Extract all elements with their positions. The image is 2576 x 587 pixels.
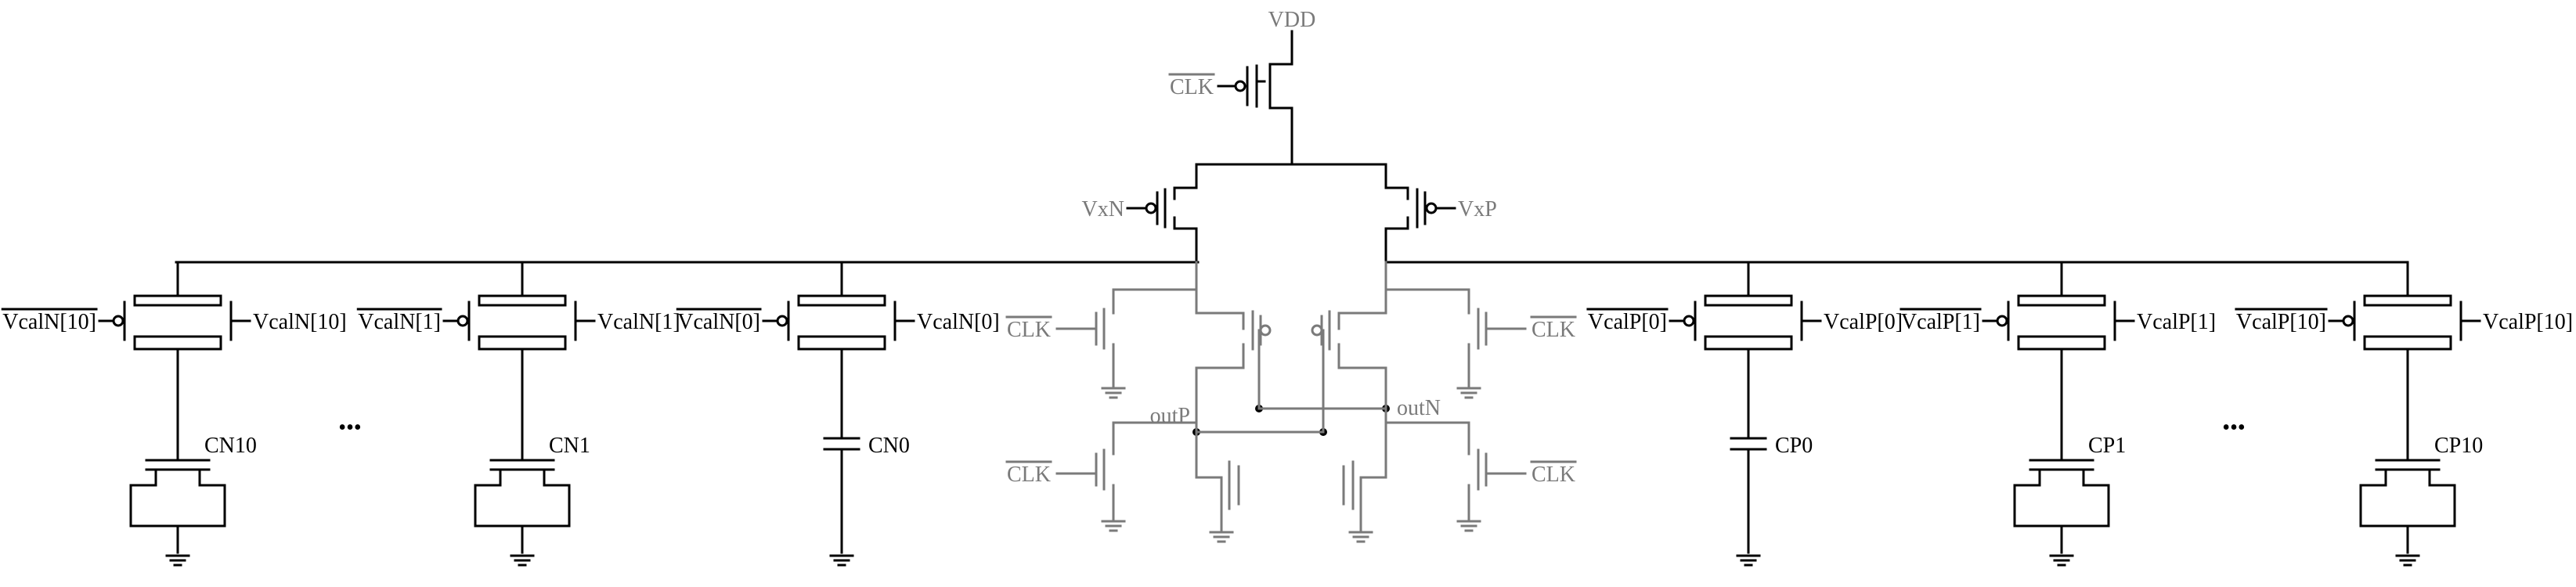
latch-nmos-left-ground	[1209, 531, 1234, 543]
n-cell-2-gate-label: VcalN[0]	[917, 310, 1000, 334]
clk-bottom-right-label: CLK	[1532, 463, 1575, 487]
n-cell-1-gate-bar-label: VcalN[1]	[358, 310, 441, 334]
latch-cc-pmos-left-bubble	[1259, 324, 1272, 337]
clk-top-left-label: CLK	[1007, 318, 1051, 342]
p-cell-1-gate-bar-label: VcalP[1]	[1901, 310, 1980, 334]
n-cell-2-ground	[829, 554, 854, 567]
p-cell-2-ground	[2395, 554, 2420, 567]
latch-cc-pmos-right	[1320, 310, 1387, 351]
n-cell-1-tg-plates	[478, 304, 567, 338]
n-cell-0-tg-box	[133, 294, 222, 351]
n-cell-0-gate-bar-bubble	[112, 315, 124, 327]
p-cell-1-tg-box	[2017, 294, 2106, 351]
n-cell-2-gate-bar-label: VcalN[0]	[677, 310, 760, 334]
n-cell-0-ground	[165, 554, 190, 567]
latch-reset-right-ground	[1456, 387, 1481, 399]
n-cell-2-tg-gates	[787, 301, 897, 341]
p-cell-1-gate-bar-bubble	[1996, 315, 2008, 327]
p-cell-0-tg-box	[1704, 294, 1793, 351]
p-cell-0-tg-gates	[1694, 301, 1803, 341]
n-cell-0-moscap-body	[129, 468, 226, 528]
latch-reset-left-ground	[1101, 387, 1126, 399]
latch-cc-nmos-left	[1195, 343, 1245, 510]
n-cell-2-tg-plates	[797, 304, 886, 338]
p-cell-2-moscap-body	[2359, 468, 2456, 528]
n-cell-1-tg-box	[478, 294, 567, 351]
n-cell-0-gate-label: VcalN[10]	[253, 310, 347, 334]
ellipsis-right: •••	[2222, 416, 2245, 440]
tail-clk-label: CLK	[1170, 75, 1214, 99]
tail-pmos-drain	[1255, 30, 1293, 97]
p-cell-2-tg-plates	[2363, 304, 2452, 338]
tail-pmos-source	[1268, 63, 1293, 166]
p-cell-2-tg-gates	[2353, 301, 2462, 341]
n-cell-0-tg-plates	[133, 304, 222, 338]
left-input-pmos	[1173, 163, 1198, 264]
n-cell-1-cap-label: CN1	[549, 434, 590, 458]
n-cell-2-tg-box	[797, 294, 886, 351]
outn-label: outN	[1397, 396, 1441, 420]
p-cell-0-tg-plates	[1704, 304, 1793, 338]
latch-cc-pmos-right-bubble	[1311, 324, 1323, 337]
p-cell-0-gate-bar-bubble	[1683, 315, 1695, 327]
outp-label: outP	[1150, 404, 1190, 428]
n-cell-1-gate-label: VcalN[1]	[597, 310, 680, 334]
p-cell-0-gate-label: VcalP[0]	[1824, 310, 1903, 334]
p-cell-2-gate-bar-bubble	[2342, 315, 2354, 327]
n-cell-0-moscap-plates	[145, 459, 211, 471]
left-input-gate-bubble	[1145, 202, 1157, 214]
n-cell-2-cap-plates	[823, 437, 860, 451]
p-cell-0-cap-plates	[1730, 437, 1767, 451]
n-cell-1-ground	[510, 554, 535, 567]
latch-bot-reset-left	[1095, 421, 1198, 512]
latch-cc-nmos-right	[1337, 343, 1387, 510]
n-cell-2-cap-label: CN0	[868, 434, 910, 458]
p-cell-1-moscap-body	[2013, 468, 2110, 528]
latch-bot-reset-right	[1384, 421, 1488, 512]
latch-reset-left	[1095, 288, 1198, 379]
p-cell-2-gate-bar-label: VcalP[10]	[2236, 310, 2326, 334]
n-cell-1-tg-gates	[467, 301, 577, 341]
n-cell-0-tg-gates	[123, 301, 233, 341]
latch-reset-right	[1384, 288, 1488, 379]
p-cell-0-cap-label: CP0	[1775, 434, 1813, 458]
n-cell-1-moscap-body	[474, 468, 571, 528]
vxp-label: VxP	[1458, 197, 1497, 221]
p-cell-1-moscap-plates	[2029, 459, 2094, 471]
n-cell-0-gate-bar-label: VcalN[10]	[2, 310, 96, 334]
clk-bottom-left-label: CLK	[1007, 463, 1051, 487]
n-cell-0-cap-label: CN10	[204, 434, 257, 458]
p-cell-2-gate-label: VcalP[10]	[2483, 310, 2573, 334]
p-cell-1-tg-plates	[2017, 304, 2106, 338]
p-cell-0-ground	[1736, 554, 1761, 567]
clk-top-right-label: CLK	[1532, 318, 1575, 342]
latch-bot-reset-right-ground	[1456, 520, 1481, 532]
p-cell-2-moscap-plates	[2375, 459, 2441, 471]
p-cell-0-gate-bar-label: VcalP[0]	[1588, 310, 1667, 334]
latch-nmos-right-ground	[1348, 531, 1373, 543]
p-cell-2-tg-box	[2363, 294, 2452, 351]
latch-bot-reset-left-ground	[1101, 520, 1126, 532]
p-cell-2-cap-label: CP10	[2434, 434, 2483, 458]
vxn-label: VxN	[1082, 197, 1124, 221]
p-cell-1-ground	[2049, 554, 2074, 567]
right-input-gate-bubble	[1425, 202, 1438, 214]
vdd-label: VDD	[1268, 8, 1316, 32]
p-cell-1-gate-label: VcalP[1]	[2137, 310, 2216, 334]
p-cell-1-cap-label: CP1	[2088, 434, 2126, 458]
tail-pmos-gate-bubble	[1234, 80, 1247, 92]
ellipsis-left: •••	[338, 416, 361, 440]
latch-cross-left	[1195, 329, 1325, 434]
n-cell-1-gate-bar-bubble	[456, 315, 469, 327]
n-cell-1-moscap-plates	[489, 459, 555, 471]
latch-cc-pmos-left	[1195, 310, 1262, 351]
latch-cross-right	[1257, 329, 1387, 410]
p-cell-1-tg-gates	[2007, 301, 2116, 341]
n-cell-2-gate-bar-bubble	[776, 315, 788, 327]
right-input-pmos	[1384, 163, 1409, 264]
